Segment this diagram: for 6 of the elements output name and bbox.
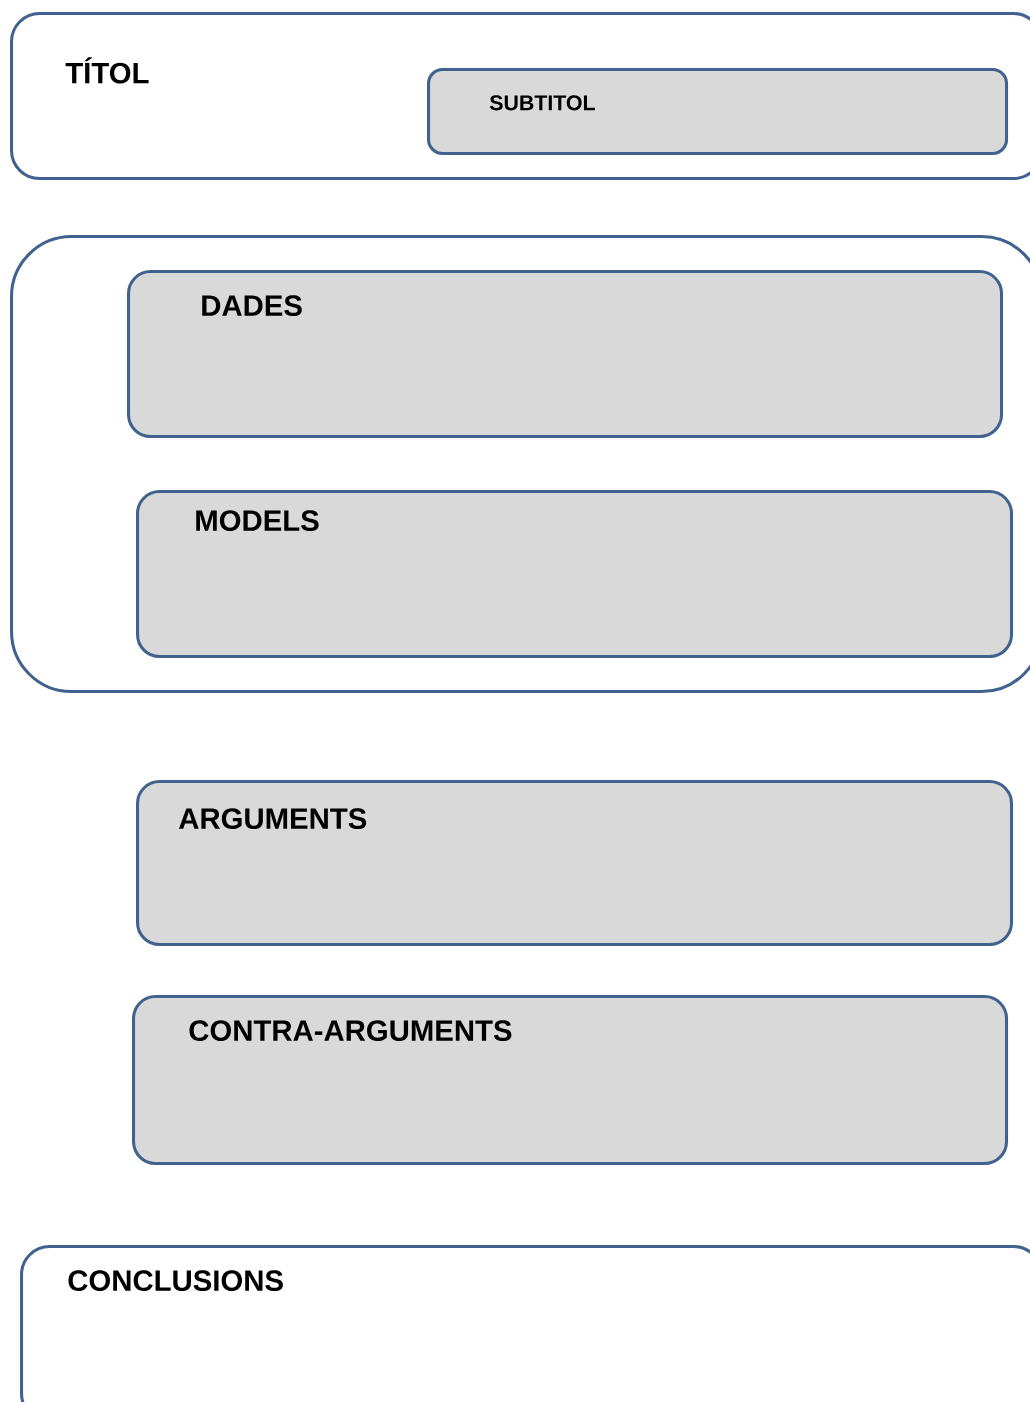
section-box: MODELS: [136, 490, 1014, 659]
section-box: CONTRA-ARGUMENTS: [132, 995, 1009, 1166]
section-box: SUBTITOL: [427, 68, 1009, 156]
heading-box: CONCLUSIONS: [20, 1245, 1030, 1402]
section-box: ARGUMENTS: [136, 780, 1014, 947]
section-box: DADES: [127, 270, 1004, 439]
